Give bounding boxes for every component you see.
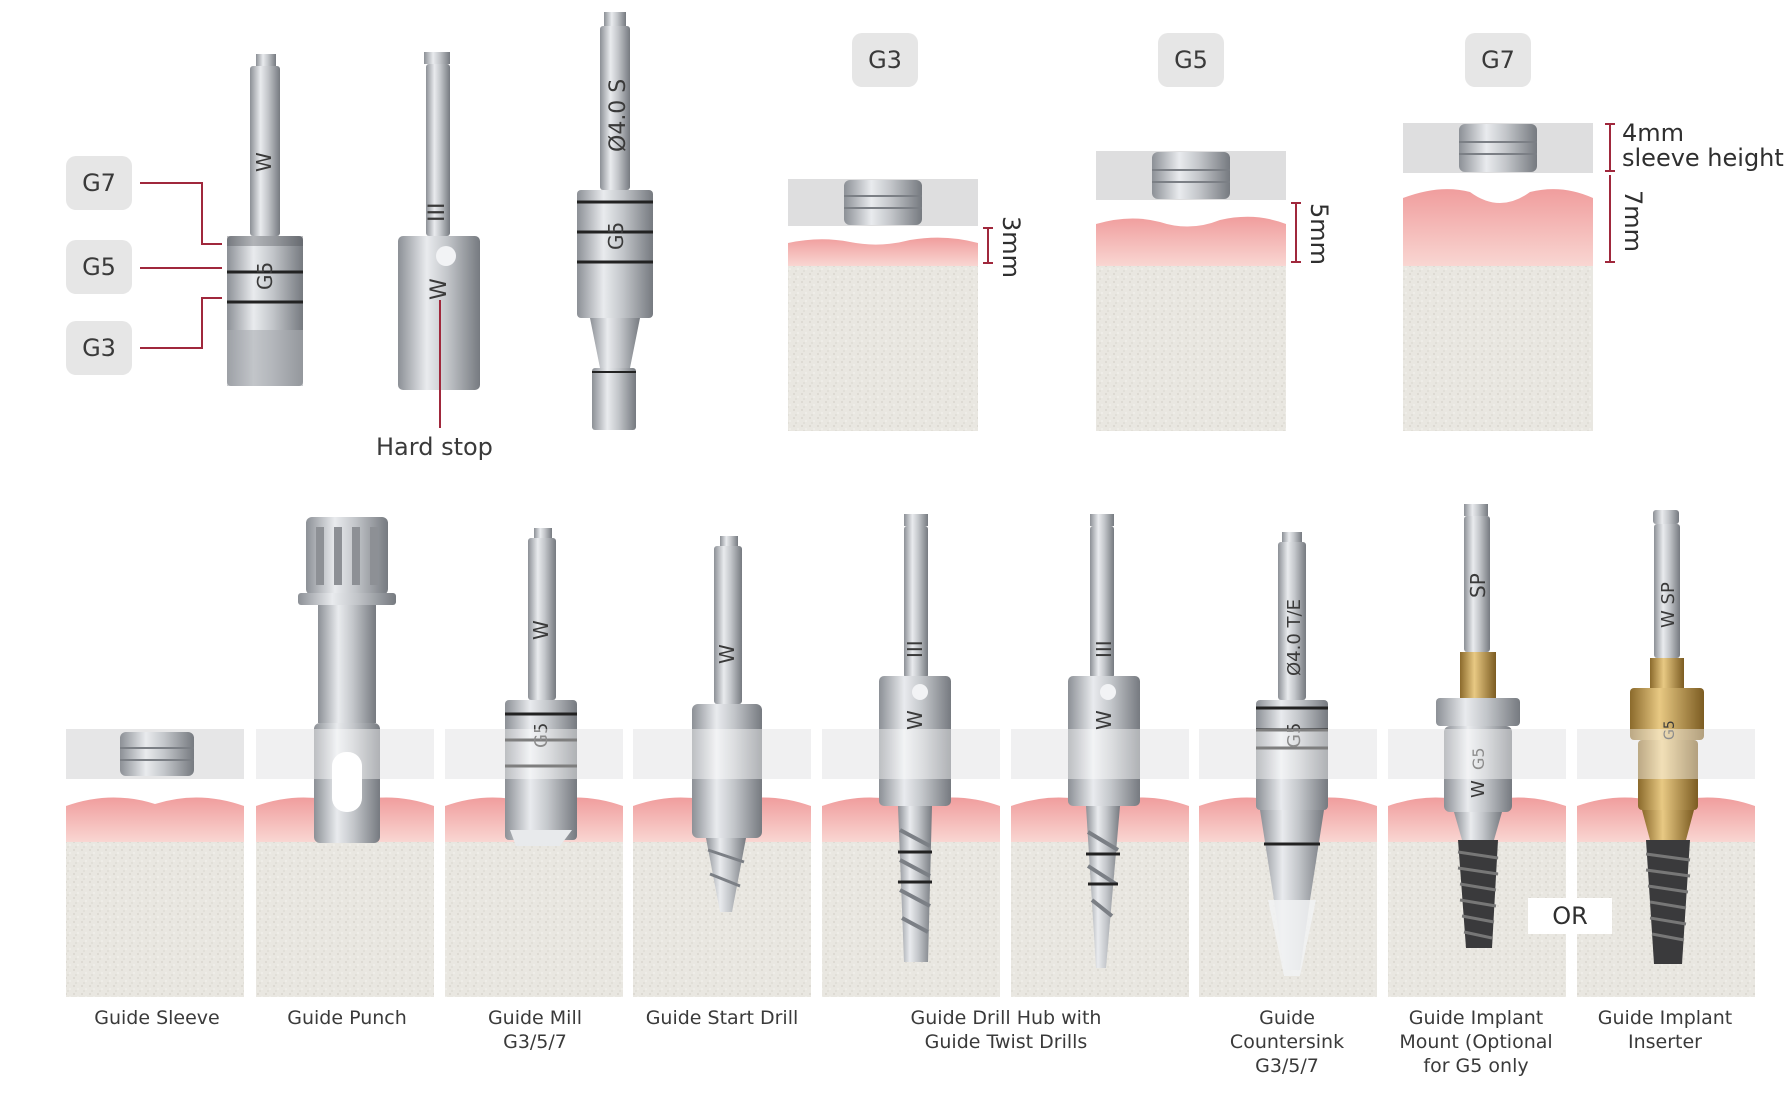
top-hub-w-mark: W bbox=[427, 278, 452, 300]
bottom-mill-g5-mark: G5 bbox=[531, 723, 552, 748]
gum-layer-1 bbox=[66, 797, 244, 842]
sleeve-translucent-8 bbox=[1388, 729, 1566, 779]
bottom-guide-countersink: Ø4.0 T/E G5 bbox=[1256, 532, 1328, 976]
bottom-hub-b-iii-mark: III bbox=[1092, 640, 1116, 658]
top-countersink-g5-mark: G5 bbox=[604, 222, 628, 250]
bottom-hub-a-iii-mark: III bbox=[903, 640, 927, 658]
sleeve-translucent-3 bbox=[445, 729, 623, 779]
or-label: OR bbox=[1528, 898, 1612, 934]
bottom-hub-b-w-mark: W bbox=[1092, 710, 1116, 730]
g5-dimension-marker bbox=[1291, 202, 1301, 263]
bottom-ins-g5-mark: G5 bbox=[1662, 720, 1678, 740]
bottom-drill-hub-a: III W bbox=[879, 514, 951, 962]
bottom-implant-mount: SP G5 W bbox=[1436, 504, 1520, 948]
sleeve-band-overlay bbox=[256, 729, 1755, 779]
bottom-start-w-mark: W bbox=[715, 644, 739, 664]
bottom-ins-sp-mark: W SP bbox=[1658, 582, 1679, 628]
bottom-cs-size-mark: Ø4.0 T/E bbox=[1284, 599, 1305, 676]
bottom-mill-w-mark: W bbox=[529, 620, 553, 640]
bottom-guide-mill: W G5 bbox=[505, 528, 577, 846]
g7-sleeve-dim-line1: 4mm bbox=[1622, 119, 1684, 147]
g3-sleeve-diagram bbox=[788, 179, 978, 431]
top-mill-g5-mark: G5 bbox=[253, 262, 277, 290]
sleeve-translucent-9 bbox=[1577, 729, 1755, 779]
sleeve-translucent-5 bbox=[822, 729, 1000, 779]
bottom-implant-inserter: W SP G5 bbox=[1630, 510, 1704, 964]
g5-sleeve-diagram bbox=[1096, 151, 1286, 431]
caption-guide-start-drill: Guide Start Drill bbox=[645, 1007, 799, 1029]
bottom-guide-sleeve bbox=[120, 732, 194, 776]
top-countersink: Ø4.0 S G5 bbox=[577, 12, 653, 430]
sleeve-translucent-2 bbox=[256, 729, 434, 779]
top-mill-w-mark: W bbox=[252, 152, 276, 172]
bottom-hub-a-w-mark: W bbox=[903, 710, 927, 730]
sleeve-translucent-6 bbox=[1011, 729, 1189, 779]
sleeve-translucent-4 bbox=[633, 729, 811, 779]
g3-level-label: G3 bbox=[66, 321, 132, 375]
g7-sleeve-dim-line2: sleeve height bbox=[1622, 144, 1784, 172]
hard-stop-label: Hard stop bbox=[376, 433, 493, 461]
caption-guide-punch: Guide Punch bbox=[287, 1007, 407, 1029]
g7-dimension-label: 7mm bbox=[1619, 190, 1647, 252]
bone-layer-2 bbox=[256, 842, 434, 997]
g7-header: G7 bbox=[1465, 33, 1531, 87]
g5-dimension-label: 5mm bbox=[1305, 203, 1333, 265]
bottom-mount-sp-mark: SP bbox=[1466, 573, 1490, 598]
g7-sleeve-diagram bbox=[1403, 123, 1593, 431]
top-drill-hub: III W bbox=[398, 52, 480, 390]
bottom-drill-hub-b: III W bbox=[1068, 514, 1140, 968]
bottom-mount-w-mark: W bbox=[1468, 780, 1489, 798]
g3-dimension-label: 3mm bbox=[997, 216, 1025, 278]
g5-header: G5 bbox=[1158, 33, 1224, 87]
g3-dimension-marker bbox=[983, 227, 993, 264]
caption-guide-sleeve: Guide Sleeve bbox=[94, 1007, 220, 1029]
top-hub-iii-mark: III bbox=[425, 203, 450, 222]
g-level-leaders bbox=[140, 182, 222, 349]
bottom-mount-g5-mark: G5 bbox=[1469, 747, 1488, 770]
g5-level-label: G5 bbox=[66, 240, 132, 294]
bottom-guide-punch bbox=[298, 517, 396, 843]
bone-layer-1 bbox=[66, 842, 244, 997]
sleeve-translucent-7 bbox=[1199, 729, 1377, 779]
top-countersink-size-mark: Ø4.0 S bbox=[606, 79, 631, 152]
bottom-cs-g5-mark: G5 bbox=[1284, 723, 1305, 748]
g3-header: G3 bbox=[852, 33, 918, 87]
top-guide-mill: W G5 bbox=[227, 54, 303, 386]
bone-layer-3 bbox=[445, 842, 623, 997]
g7-level-label: G7 bbox=[66, 156, 132, 210]
bottom-guide-start-drill: W bbox=[692, 536, 762, 912]
g7-dimension-markers bbox=[1605, 123, 1615, 263]
